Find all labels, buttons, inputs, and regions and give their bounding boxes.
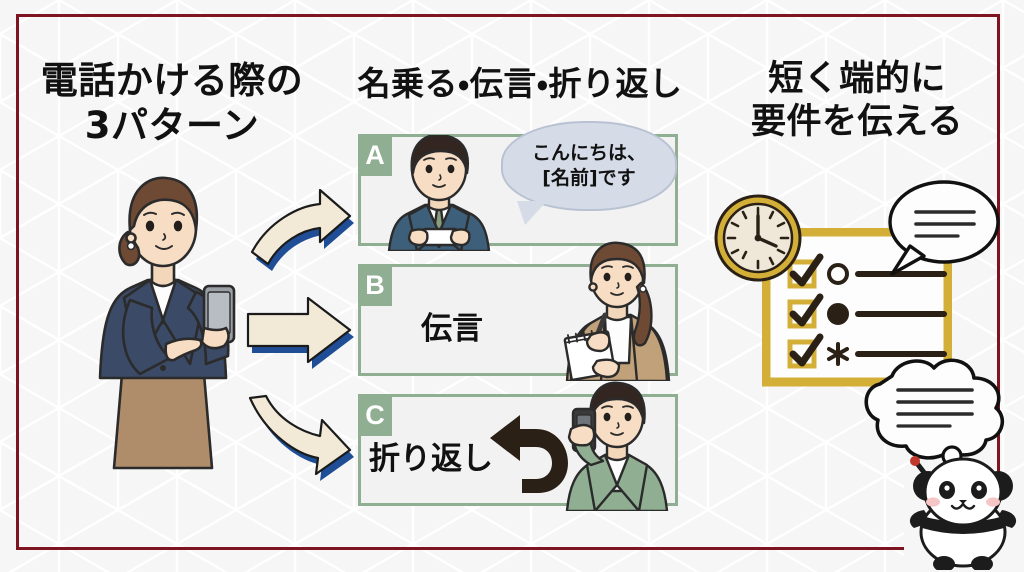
panel-c-badge: C [358, 394, 392, 436]
panel-a-speech-bubble: こんにちは、 [名前]です [501, 121, 677, 225]
businesswoman-with-smartphone-illustration [98, 176, 236, 470]
panel-b: B 伝言 [358, 241, 678, 381]
heading-left: 電話かける際の 3パターン [40, 59, 304, 148]
panel-b-label: 伝言 [421, 311, 483, 347]
speech-bubble-with-lines [888, 180, 1000, 276]
thought-cloud-with-lines [864, 358, 1005, 478]
man-holding-business-card-illustration [387, 135, 491, 251]
curved-arrow-down [248, 394, 354, 481]
arrow-group [246, 188, 354, 481]
panel-a-badge: A [358, 134, 392, 176]
straight-arrow-right [246, 296, 354, 369]
curved-arrow-up [250, 188, 354, 271]
man-on-phone-illustration [565, 381, 669, 511]
woman-taking-notes-illustration [563, 241, 671, 381]
heading-right: 短く端的に 要件を伝える [751, 59, 963, 142]
checklist-row-2 [787, 293, 947, 329]
panel-b-badge: B [358, 264, 392, 306]
checklist-row-1 [787, 253, 947, 289]
panel-c: C 折り返し [358, 381, 678, 511]
heading-center: 名乗る・伝言・折り返し [357, 64, 683, 103]
panel-a: A [358, 121, 678, 251]
wall-clock-icon [714, 194, 802, 282]
u-turn-arrow-icon [490, 415, 568, 493]
checklist-row-3 [787, 333, 947, 369]
panda-mascot-with-pointer [909, 456, 1017, 570]
panel-c-label: 折り返し [369, 441, 493, 477]
